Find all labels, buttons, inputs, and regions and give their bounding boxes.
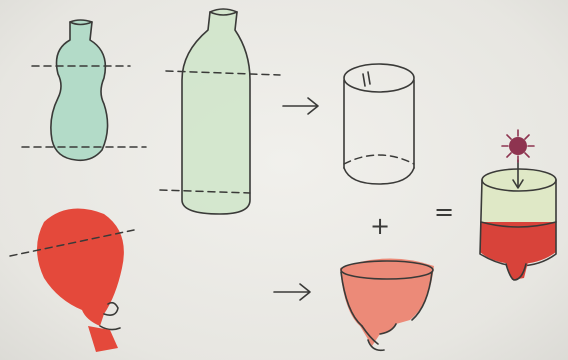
small-bottle-icon <box>22 20 146 160</box>
balloon-fill <box>37 209 124 326</box>
tube-icon <box>344 64 414 184</box>
arrow-bottom-icon <box>274 284 310 300</box>
large-bottle-fill <box>182 9 250 214</box>
equals-sign: = <box>434 198 454 226</box>
large-bottle-icon <box>160 9 280 214</box>
balloon-cup-icon <box>340 258 434 350</box>
balloon-icon <box>10 209 134 352</box>
arrow-top-icon <box>283 98 318 114</box>
small-bottle-fill <box>51 20 108 160</box>
assembled-result-icon <box>480 160 556 280</box>
plus-sign: + <box>370 212 390 240</box>
result-bottom-fill <box>480 222 556 264</box>
pompom-icon <box>502 130 534 162</box>
